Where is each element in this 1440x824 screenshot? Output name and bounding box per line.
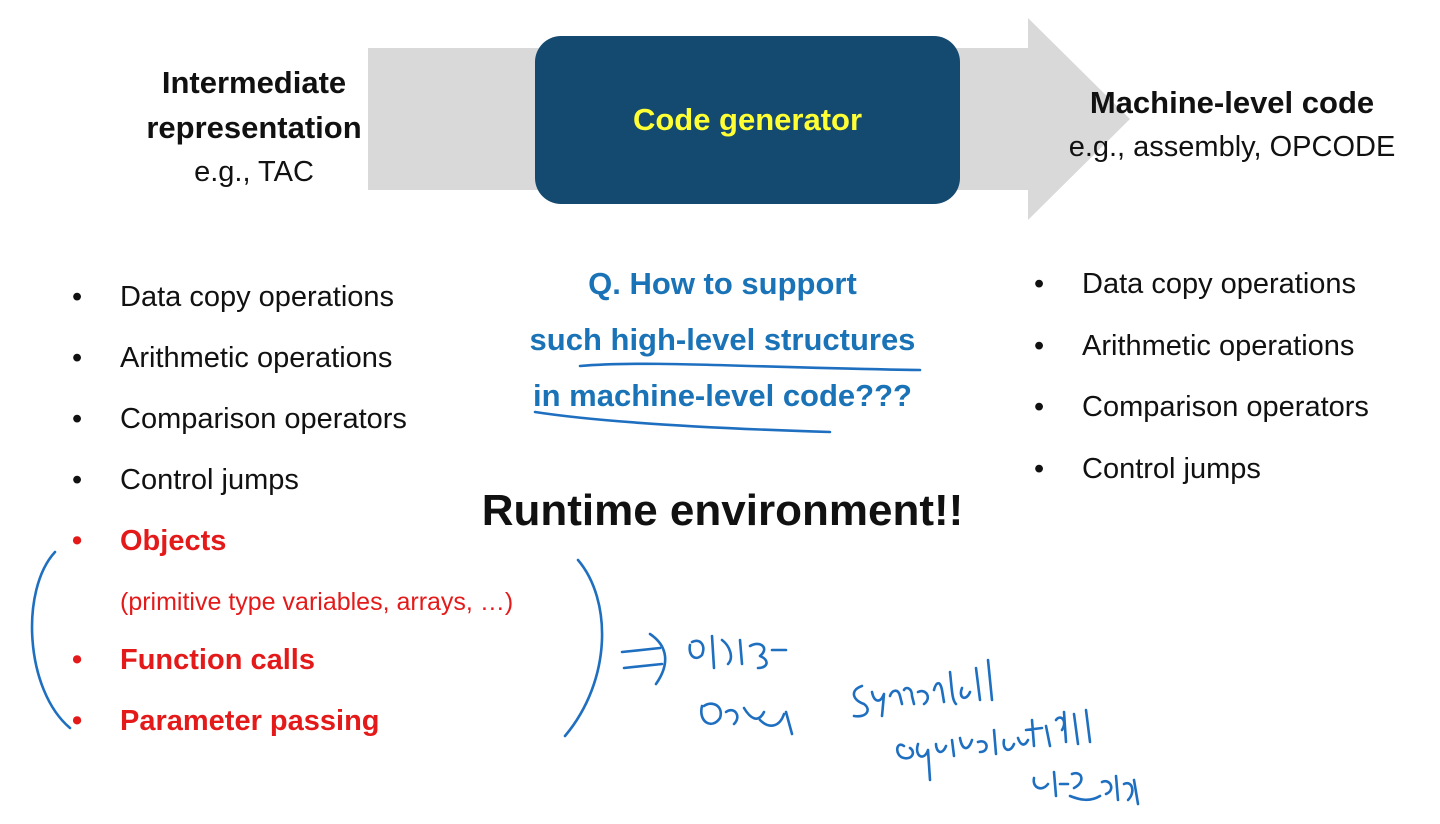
mc-title: Machine-level code bbox=[1089, 85, 1375, 120]
list-item: Control jumps bbox=[72, 458, 513, 519]
code-generator-box: Code generator bbox=[535, 36, 960, 204]
list-item-parameter-passing: Parameter passing bbox=[72, 699, 513, 760]
list-item-objects-detail: (primitive type variables, arrays, …) bbox=[120, 588, 514, 616]
list-item: Control jumps bbox=[1034, 447, 1369, 509]
ir-example: e.g., TAC bbox=[194, 156, 314, 188]
list-item-function-calls: Function calls bbox=[72, 638, 513, 699]
question-line: such high-level structures bbox=[529, 322, 916, 357]
ir-title: Intermediate representation bbox=[146, 65, 362, 145]
list-item: Data copy operations bbox=[1034, 262, 1369, 324]
list-item: Arithmetic operations bbox=[1034, 324, 1369, 386]
runtime-environment-heading: Runtime environment!! bbox=[481, 486, 964, 535]
question-line: in machine-level code??? bbox=[533, 378, 912, 413]
ir-feature-list: Data copy operations Arithmetic operatio… bbox=[72, 275, 514, 760]
question-line: Q. How to support bbox=[588, 266, 857, 301]
list-item-objects: Objects bbox=[72, 519, 513, 580]
list-item: Comparison operators bbox=[1034, 385, 1369, 447]
code-generator-label: Code generator bbox=[632, 102, 863, 137]
list-item: Comparison operators bbox=[72, 397, 513, 458]
list-item: Arithmetic operations bbox=[72, 336, 513, 397]
mc-example: e.g., assembly, OPCODE bbox=[1068, 131, 1396, 163]
machine-level-code-label: Machine-level code e.g., assembly, OPCOD… bbox=[1062, 80, 1402, 170]
list-item: Data copy operations bbox=[72, 275, 513, 336]
machine-code-feature-list: Data copy operations Arithmetic operatio… bbox=[1034, 262, 1369, 509]
intermediate-representation-label: Intermediate representation e.g., TAC bbox=[130, 60, 378, 195]
question-text: Q. How to support such high-level struct… bbox=[500, 256, 945, 424]
